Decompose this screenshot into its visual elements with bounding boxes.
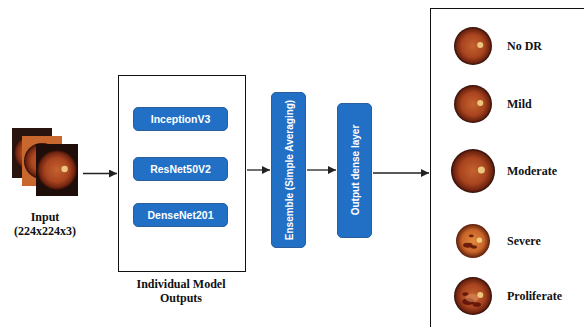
input-images: Input (224x224x3) [8, 124, 82, 240]
fundus-picture [449, 22, 497, 70]
flow-arrow [307, 169, 336, 170]
fundus-picture [449, 147, 497, 195]
model-box: InceptionV3 [133, 107, 228, 131]
class-label: Proliferate [507, 289, 562, 303]
hemorrhage [473, 302, 481, 307]
image-frame [36, 144, 78, 196]
class-label: No DR [507, 39, 542, 53]
class-item: Proliferate [449, 272, 584, 320]
model-name: DenseNet201 [148, 209, 214, 221]
class-item: Severe [449, 217, 584, 265]
fundus-image [37, 150, 77, 190]
lesion [465, 294, 478, 302]
flow-arrow [373, 172, 429, 173]
optic-disc [477, 42, 483, 48]
optic-disc [477, 237, 482, 242]
hemorrhage [469, 235, 474, 238]
input-stack [8, 124, 82, 204]
fundus-image [454, 27, 492, 65]
model-box: ResNet50V2 [133, 157, 228, 181]
hemorrhage [471, 245, 477, 248]
fundus-image [454, 277, 492, 315]
fundus-image [456, 224, 490, 258]
layer-name: Ensemble (Simple Averaging) [283, 100, 294, 240]
class-item: No DR [449, 22, 584, 70]
input-label: Input (224x224x3) [8, 210, 82, 238]
fundus-image [451, 149, 495, 193]
class-item: Mild [449, 80, 584, 128]
layer-name: Output dense layer [349, 125, 360, 216]
layer-box: Output dense layer [337, 103, 372, 238]
fundus-image [454, 85, 492, 123]
class-label: Moderate [507, 164, 557, 178]
optic-disc [478, 166, 485, 173]
flow-arrow [247, 169, 270, 170]
flow-arrow [83, 173, 117, 174]
output-panel: No DR MildModerateSevereProliferate [430, 8, 584, 327]
model-name: InceptionV3 [151, 113, 211, 125]
optic-disc [61, 166, 67, 172]
layer-box: Ensemble (Simple Averaging) [271, 92, 306, 248]
class-item: Moderate [449, 147, 584, 195]
fundus-picture [449, 80, 497, 128]
model-name: ResNet50V2 [150, 163, 211, 175]
class-label: Severe [507, 234, 541, 248]
fundus-picture [449, 217, 497, 265]
class-label: Mild [507, 97, 532, 111]
fundus-picture [449, 272, 497, 320]
model-group: InceptionV3ResNet50V2DenseNet201Individu… [118, 75, 246, 272]
model-box: DenseNet201 [133, 203, 228, 227]
group-heading: Individual Model Outputs [117, 277, 245, 305]
optic-disc [477, 100, 483, 106]
